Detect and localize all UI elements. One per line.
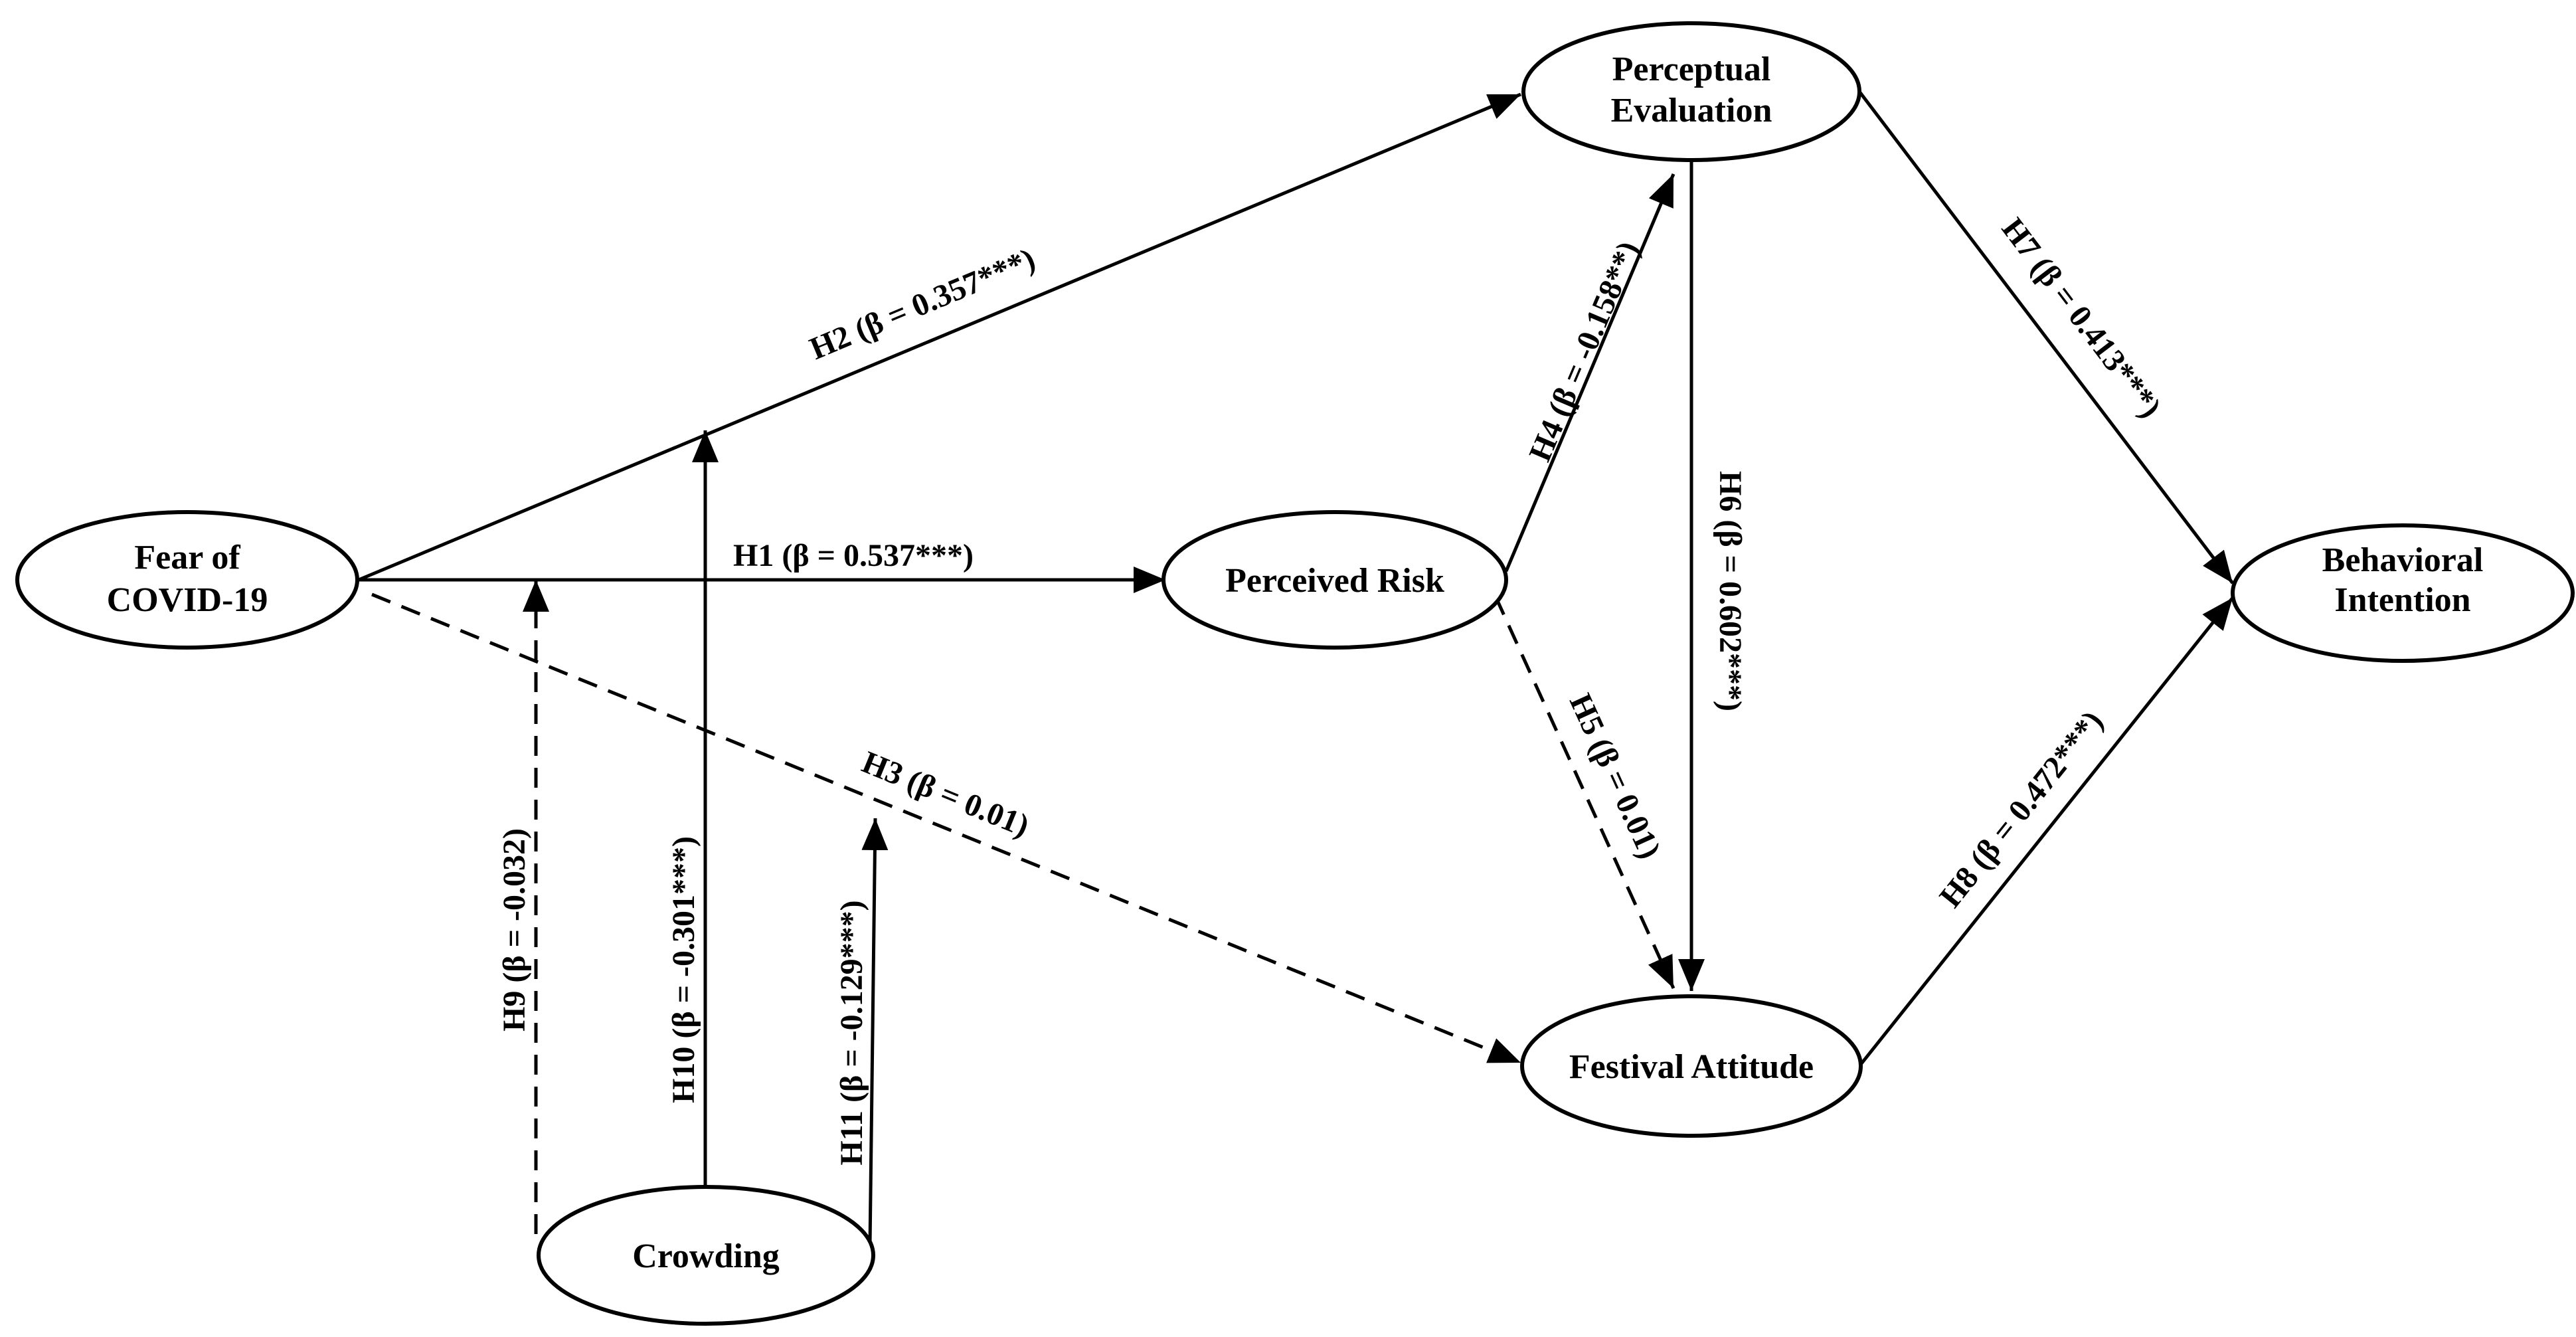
edge-h8 (1858, 596, 2234, 1067)
node-fear-line1: Fear of (134, 539, 240, 577)
label-h6: H6 (β = 0.602***) (1713, 471, 1748, 711)
node-crowding: Crowding (537, 1185, 875, 1326)
label-h10: H10 (β = -0.301***) (666, 836, 701, 1103)
label-h9: H9 (β = -0.032) (497, 828, 532, 1031)
edge-h5 (1494, 595, 1675, 990)
node-festival-attitude-label: Festival Attitude (1569, 1048, 1814, 1086)
node-crowding-label: Crowding (632, 1237, 780, 1275)
edge-h3 (371, 592, 1521, 1065)
label-h4: H4 (β = -0.158**) (1522, 236, 1646, 467)
label-h2: H2 (β = 0.357***) (805, 241, 1040, 367)
edge-h2 (358, 92, 1521, 582)
edge-h7 (1858, 90, 2234, 584)
node-behavioral-intention: Behavioral Intention (2231, 523, 2575, 663)
label-h7: H7 (β = 0.413***) (1995, 211, 2168, 424)
edge-h4 (1504, 173, 1675, 572)
node-behavioral-intention-line1: Behavioral (2322, 541, 2484, 579)
node-perceptual-evaluation-line1: Perceptual (1612, 50, 1771, 88)
node-festival-attitude: Festival Attitude (1520, 994, 1863, 1138)
node-behavioral-intention-line2: Intention (2334, 581, 2470, 619)
node-fear-line2: COVID-19 (107, 581, 268, 619)
label-h8: H8 (β = 0.472***) (1932, 704, 2110, 914)
node-perceived-risk-label: Perceived Risk (1225, 562, 1444, 600)
label-h11: H11 (β = -0.129***) (834, 900, 869, 1165)
node-perceptual-evaluation: Perceptual Evaluation (1521, 21, 1861, 162)
edge-h11 (861, 818, 889, 1246)
label-h1: H1 (β = 0.537***) (733, 538, 974, 573)
node-perceptual-evaluation-line2: Evaluation (1611, 92, 1772, 130)
node-perceived-risk: Perceived Risk (1161, 510, 1508, 650)
node-fear-of-covid19: Fear of COVID-19 (15, 510, 359, 650)
